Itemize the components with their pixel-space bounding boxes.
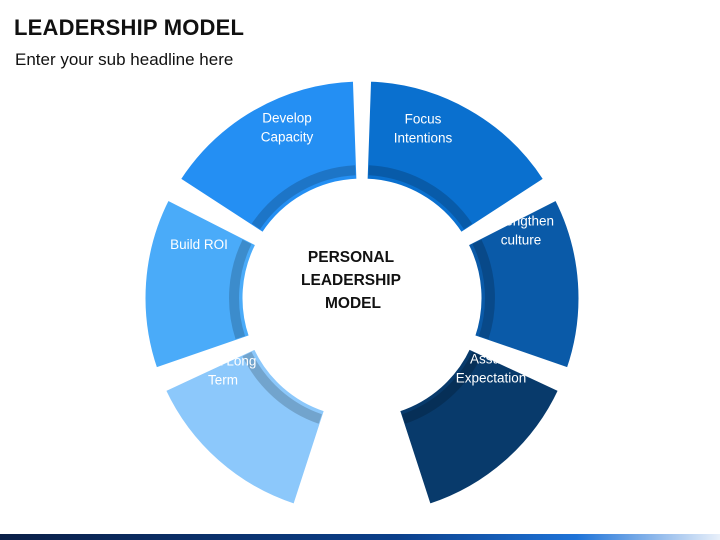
segment-shape-strengthen-culture xyxy=(465,197,582,371)
segment-label-line: Assure xyxy=(470,352,512,367)
segment-inner-band xyxy=(242,351,323,424)
page-subtitle: Enter your sub headline here xyxy=(15,50,234,69)
segment-inner-band xyxy=(472,239,495,340)
segment-inner-band xyxy=(401,351,482,424)
segment-label-build-roi: Build ROI xyxy=(170,237,228,252)
segment-inner-band xyxy=(368,165,473,230)
segment-label-line: Build ROI xyxy=(170,237,228,252)
segment-shape-develop-capacity xyxy=(177,78,360,236)
segment-label-line: Expectation xyxy=(456,371,527,386)
segment-label-line: Think Long xyxy=(190,354,257,369)
segment-label-strengthen-culture: Strengthen culture xyxy=(488,214,554,248)
segment-shape-assure-expectation xyxy=(397,346,562,507)
segment-label-line: Intentions xyxy=(394,131,453,146)
segment-build-roi: Build ROI xyxy=(142,197,259,371)
segment-label-line: culture xyxy=(501,233,542,248)
segment-label-line: Focus xyxy=(405,112,442,127)
segment-label-line: Capacity xyxy=(261,130,314,145)
segment-inner-band xyxy=(251,165,356,230)
center-label-line-2: LEADERSHIP xyxy=(301,272,401,289)
segment-strengthen-culture: Strengthen culture xyxy=(465,197,582,371)
segment-label-line: Strengthen xyxy=(488,214,554,229)
segment-shape-build-roi xyxy=(142,197,259,371)
center-label-line-3: MODEL xyxy=(325,295,381,312)
segment-inner-band xyxy=(229,239,252,340)
footer-bar xyxy=(0,534,720,540)
segment-shape-think-long-term xyxy=(162,346,327,507)
center-label-line-1: PERSONAL xyxy=(308,249,394,266)
center-label: PERSONAL LEADERSHIP MODEL xyxy=(301,249,405,312)
segment-shape-focus-intentions xyxy=(364,78,547,236)
segment-label-line: Term xyxy=(208,373,238,388)
segment-label-line: Develop xyxy=(262,111,312,126)
page-title: LEADERSHIP MODEL xyxy=(14,15,245,40)
